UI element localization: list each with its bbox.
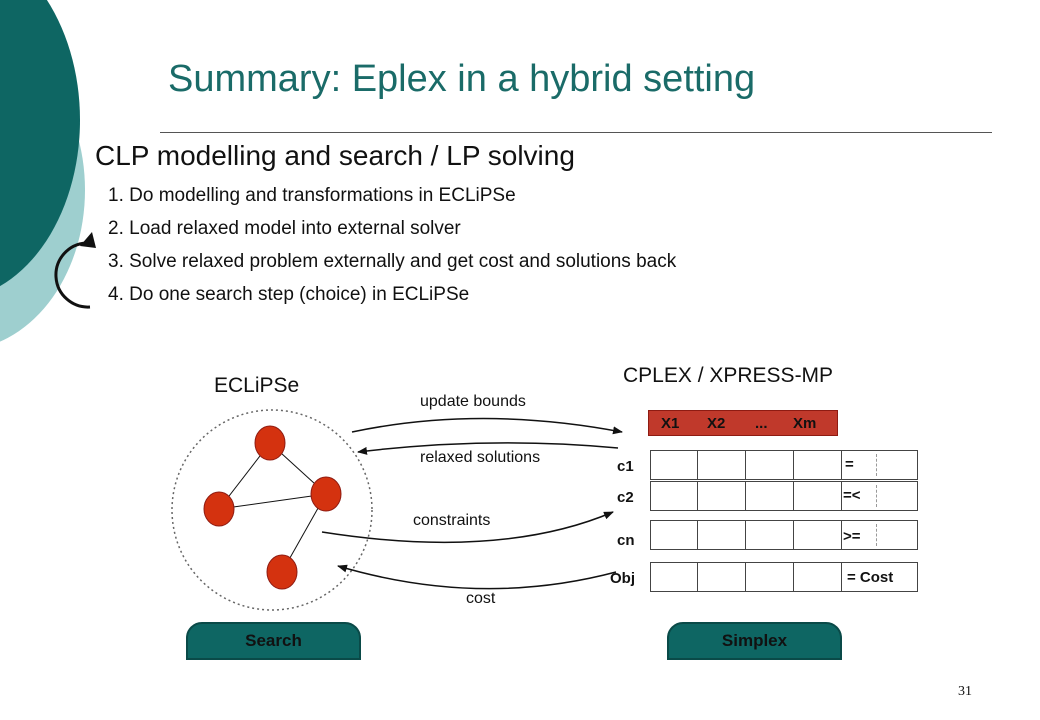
simplex-tab: Simplex [667,622,842,660]
step-item: 2. Load relaxed model into external solv… [108,218,461,239]
page-number: 31 [958,684,972,699]
graph-node [254,425,286,461]
eclipse-label: ECLiPSe [214,374,300,397]
graph-node [203,491,235,527]
update-bounds-arrow [351,417,623,435]
cycle-arrowhead-icon [80,232,96,248]
graph-edge [218,493,327,510]
relaxed-solutions-label: relaxed solutions [420,449,541,466]
row-label: c1 [617,458,634,475]
variable-label: ... [755,415,768,432]
variables-header: X1 X2 ... Xm [648,410,838,436]
step-item: 3. Solve relaxed problem externally and … [108,251,677,272]
constraint-row: = [650,450,918,480]
update-bounds-label: update bounds [420,393,526,410]
step-item: 4. Do one search step (choice) in ECLiPS… [108,284,470,305]
graph-node [266,554,298,590]
constraint-row: >= [650,520,918,550]
step-item: 1. Do modelling and transformations in E… [108,185,516,206]
graph-node [310,476,342,512]
eclipse-boundary [171,409,373,611]
constraints-arrow [321,511,614,544]
variable-label: X2 [707,415,726,432]
slide-title: Summary: Eplex in a hybrid setting [168,58,756,100]
row-operator: = Cost [847,569,894,586]
section-heading: CLP modelling and search / LP solving [95,140,575,171]
row-operator: = [845,456,854,473]
row-operator: =< [843,487,861,504]
objective-row: = Cost [650,562,918,592]
relaxed-solutions-arrow [357,442,619,455]
dark-teal-circle [0,0,80,287]
row-label: c2 [617,489,634,506]
row-label: Obj [610,570,635,587]
row-operator: >= [843,528,861,545]
variable-label: Xm [793,415,817,432]
cost-arrow [337,564,617,590]
constraints-label: constraints [413,512,491,529]
constraint-row: =< [650,481,918,511]
title-divider [160,132,992,133]
cycle-arrow-icon [54,241,91,309]
solver-label: CPLEX / XPRESS-MP [623,364,834,387]
row-label: cn [617,532,635,549]
cost-label: cost [466,590,496,607]
search-tab: Search [186,622,361,660]
variable-label: X1 [661,415,680,432]
